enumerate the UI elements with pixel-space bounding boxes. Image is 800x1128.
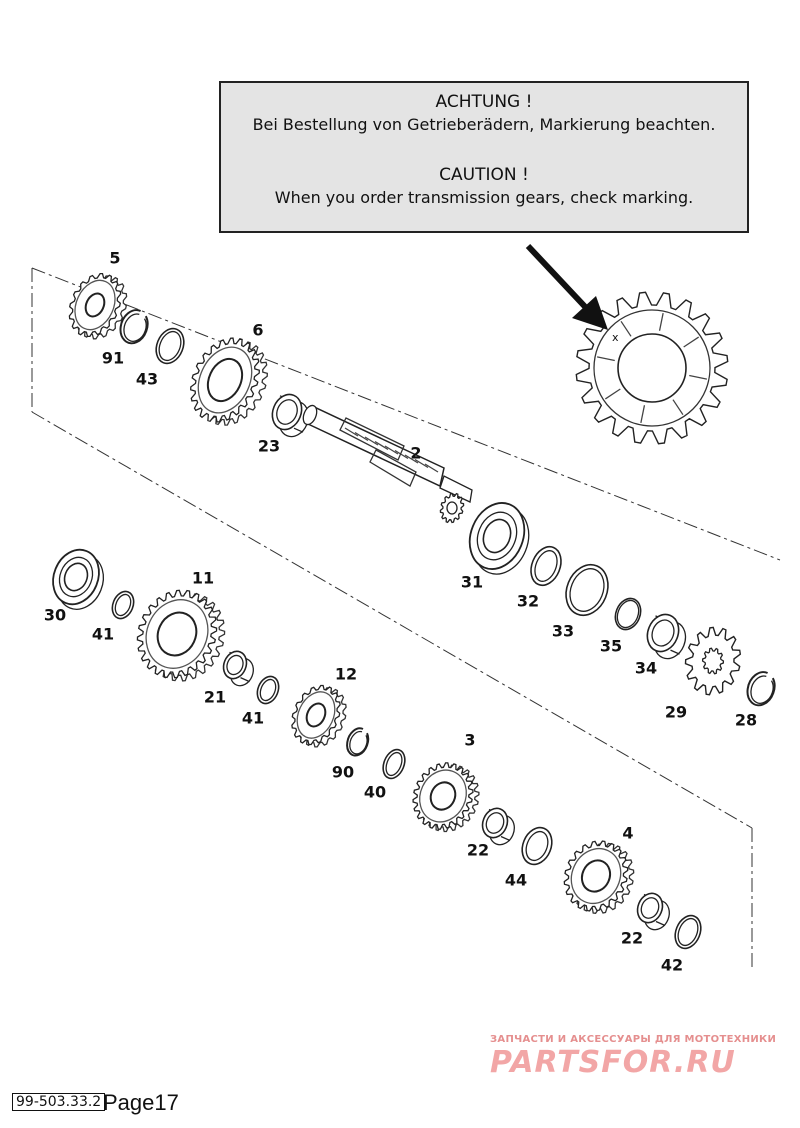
washer-40: [382, 748, 406, 780]
marked-gear-detail: x: [575, 291, 729, 445]
gear-4: [563, 840, 635, 914]
caution-title-en: CAUTION !: [439, 165, 529, 185]
part-label-33: 33: [551, 621, 575, 641]
oring-35: [614, 597, 642, 631]
part-label-22: 22: [466, 840, 490, 860]
part-label-4: 4: [622, 823, 634, 843]
circlip-90: [346, 727, 370, 757]
part-label-40: 40: [363, 782, 387, 802]
document-code: 99-503.33.2: [12, 1093, 106, 1111]
part-label-41: 41: [91, 624, 115, 644]
part-label-31: 31: [460, 572, 484, 592]
spacer-33: [565, 563, 609, 617]
part-label-34: 34: [634, 658, 658, 678]
washer-42: [674, 914, 702, 950]
part-label-42: 42: [660, 955, 684, 975]
part-label-22: 22: [620, 928, 644, 948]
gear-12: [291, 684, 347, 748]
part-label-3: 3: [464, 730, 476, 750]
gear-3: [412, 762, 480, 833]
marking-x: x: [612, 331, 619, 344]
gear-6: [190, 337, 268, 426]
marking-arrow: [525, 243, 608, 330]
part-label-30: 30: [43, 605, 67, 625]
part-label-12: 12: [334, 664, 358, 684]
part-label-91: 91: [101, 348, 125, 368]
washer-43: [155, 327, 185, 365]
bushing-22-a: [481, 807, 515, 846]
gear-11: [136, 589, 226, 682]
shaft-axis-lines: [31, 267, 781, 968]
part-label-35: 35: [599, 636, 623, 656]
part-label-2: 2: [410, 443, 422, 463]
main-shaft-2: [302, 404, 473, 524]
part-label-5: 5: [109, 248, 121, 268]
caution-box: ACHTUNG ! Bei Bestellung von Getrieberäd…: [219, 81, 749, 233]
circlip-91: [119, 309, 149, 345]
part-label-44: 44: [504, 870, 528, 890]
watermark-tagline: ЗАПЧАСТИ И АКСЕССУАРЫ ДЛЯ МОТОТЕХНИКИ: [490, 1034, 777, 1045]
part-label-90: 90: [331, 762, 355, 782]
seal-32: [530, 545, 562, 587]
bushing-21: [222, 650, 254, 687]
bushing-22-b: [636, 892, 670, 931]
part-label-41: 41: [241, 708, 265, 728]
part-label-6: 6: [252, 320, 264, 340]
bushing-34: [646, 613, 687, 660]
part-label-11: 11: [191, 568, 215, 588]
gear-5: [68, 272, 128, 340]
page-number: Page17: [103, 1090, 179, 1115]
washer-41-b: [256, 675, 280, 705]
washer-44: [521, 826, 553, 866]
bushing-23: [271, 393, 310, 438]
part-label-23: 23: [257, 436, 281, 456]
part-label-29: 29: [664, 702, 688, 722]
part-label-28: 28: [734, 710, 758, 730]
washer-41-a: [111, 590, 135, 620]
part-label-43: 43: [135, 369, 159, 389]
sprocket-29: [684, 626, 742, 696]
caution-text-en: When you order transmission gears, check…: [274, 188, 694, 207]
caution-text-de: Bei Bestellung von Getrieberädern, Marki…: [252, 115, 716, 134]
bearing-31: [468, 502, 530, 575]
part-label-32: 32: [516, 591, 540, 611]
part-label-21: 21: [203, 687, 227, 707]
bearing-30: [52, 548, 105, 610]
caution-title-de: ACHTUNG !: [435, 92, 533, 112]
circlip-28: [746, 671, 776, 707]
watermark-logo-text: PARTSFOR.RU: [490, 1045, 736, 1080]
